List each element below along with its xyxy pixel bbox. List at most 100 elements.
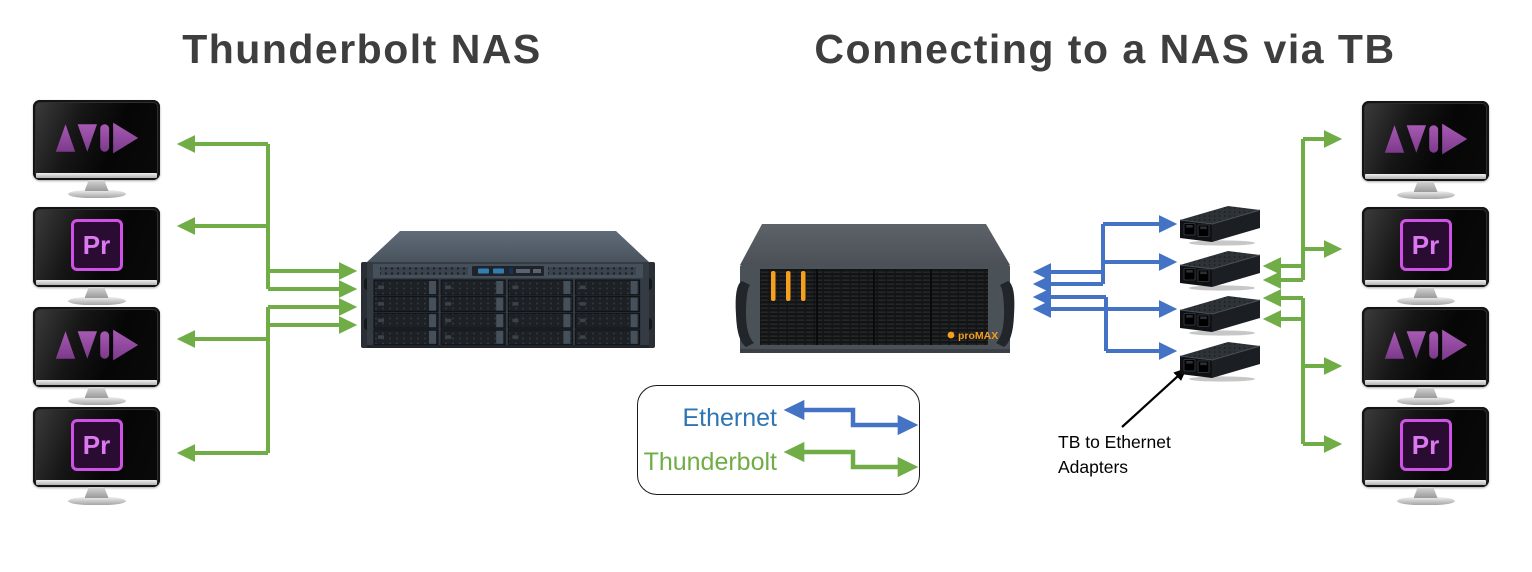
monitor-stand [1413,287,1438,298]
drive-tray-handle [563,314,571,328]
monitor-screen: Pr [1362,407,1489,487]
tb-to-ethernet-adapter [1178,334,1266,387]
avid-logo-icon [55,122,138,154]
drive-tray-handle [429,281,436,294]
workstation-monitor-premiere: Pr [33,407,160,505]
avid-logo-icon [55,329,138,361]
monitor-stand [1413,181,1438,192]
nas-drive-tray [440,296,506,313]
workstation-monitor-avid [1362,307,1489,405]
monitor-stand [84,287,109,298]
monitor-base [67,190,126,198]
nas-drive-tray [507,312,573,329]
monitor-screen [1362,307,1489,387]
left-diagram-title: Thunderbolt NAS [182,26,542,72]
premiere-logo-icon: Pr [70,419,123,471]
legend-label-thunderbolt: Thunderbolt [643,447,777,476]
nas-drive-tray [440,312,506,329]
drive-tray-latch [512,302,519,306]
monitor-screen: Pr [33,407,160,487]
nas-drive-tray [575,329,641,346]
nas-drive-tray [440,329,506,346]
nas-drive-tray [373,312,439,329]
thunderbolt-wires-left [176,135,358,462]
monitor-screen [1362,101,1489,181]
drive-tray-handle [630,330,638,344]
nas-drive-tray [373,329,439,346]
adapter-annotation-line1: TB to Ethernet [1058,432,1171,452]
monitor-stand [1413,387,1438,398]
nas-drive-tray [373,296,439,313]
monitor-base [1396,397,1455,405]
monitor-screen [33,307,160,387]
premiere-logo-icon: Pr [1399,419,1452,471]
drive-tray-handle [429,314,436,328]
monitor-stand [84,180,109,191]
monitor-base [67,397,126,405]
nas-drive-tray [507,329,573,346]
monitor-base [67,497,126,505]
monitor-stand [1413,487,1438,498]
adapter-annotation: TB to Ethernet Adapters [1058,430,1171,481]
monitor-screen: Pr [33,207,160,287]
monitor-screen: Pr [1362,207,1489,287]
premiere-logo-icon: Pr [70,219,123,271]
drive-tray-handle [630,281,638,294]
right-diagram-title: Connecting to a NAS via TB [814,26,1396,72]
workstation-monitor-premiere: Pr [1362,407,1489,505]
drive-tray-latch [512,318,519,323]
drive-tray-latch [378,285,384,289]
drive-tray-handle [496,314,504,328]
ethernet-line-sample-icon [783,399,919,436]
monitor-base [67,297,126,305]
adapter-pointer-arrow [1121,367,1187,428]
nas-drive-tray [440,279,506,296]
drive-tray-handle [630,314,638,328]
drive-tray-latch [579,285,586,289]
drive-tray-handle [429,330,436,344]
server-led-stripe [786,271,791,301]
nas-drive-tray [575,312,641,329]
workstation-monitor-premiere: Pr [33,207,160,305]
tb-to-ethernet-adapter [1178,243,1266,296]
nas-drive-tray [507,279,573,296]
premiere-logo-icon: Pr [1399,219,1452,271]
server-led-stripe [801,271,806,301]
legend-row-thunderbolt: Thunderbolt [638,441,919,482]
nas-drive-tray [373,279,439,296]
monitor-screen [33,100,160,180]
workstation-monitor-avid [1362,101,1489,199]
ethernet-wires [1032,215,1178,360]
drive-tray-latch [512,335,519,339]
workstation-monitor-avid [33,100,160,198]
nas-drive-tray [575,279,641,296]
workstation-monitor-premiere: Pr [1362,207,1489,305]
drive-tray-latch [579,302,586,306]
drive-tray-handle [563,297,571,311]
monitor-base [1396,297,1455,305]
tb-to-ethernet-adapter [1178,288,1266,341]
tb-to-ethernet-adapter [1178,198,1266,251]
drive-tray-latch [445,285,452,289]
avid-logo-icon [1384,123,1467,155]
drive-tray-latch [445,335,452,339]
drive-tray-handle [496,281,504,294]
drive-tray-latch [445,318,452,323]
avid-logo-icon [1384,329,1467,361]
nas-drive-tray [507,296,573,313]
server-brand-logo: proMAX [958,330,998,342]
drive-tray-handle [563,281,571,294]
thunderbolt-nas-server [360,226,656,357]
drive-tray-latch [378,335,384,339]
server-led-stripe [771,271,776,301]
legend-label-ethernet: Ethernet [682,403,777,432]
drive-tray-latch [579,318,586,323]
monitor-base [1396,191,1455,199]
drive-tray-handle [496,297,504,311]
legend-box: Ethernet Thunderbolt [637,385,920,495]
promax-nas-server: proMAX [734,221,1016,362]
thunderbolt-line-sample-icon [783,441,919,478]
legend-row-ethernet: Ethernet [638,398,919,438]
